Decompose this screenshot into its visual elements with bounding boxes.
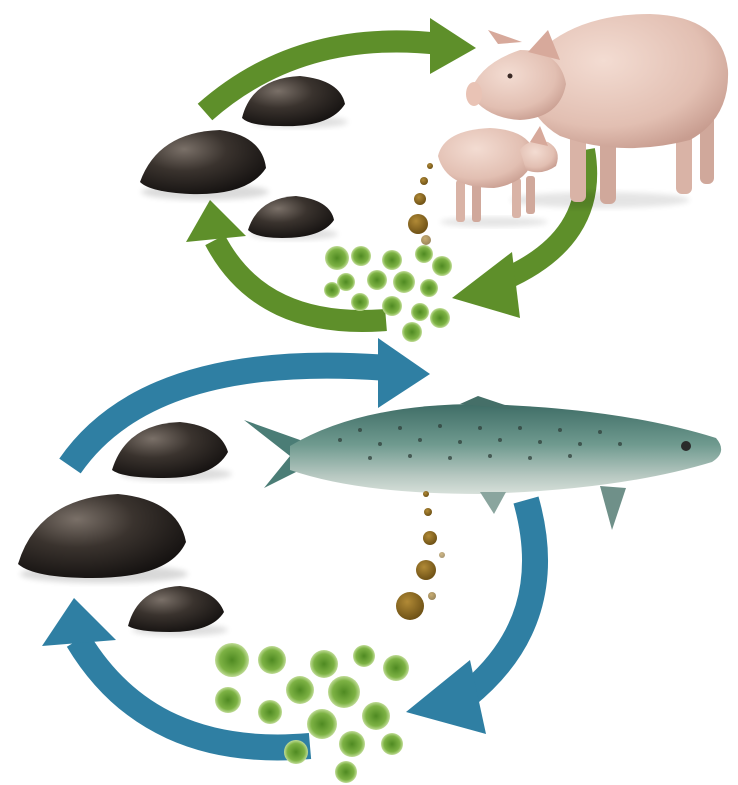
algae-cluster-lower [215,643,409,783]
mussel-group-lower [18,422,232,636]
mussel-shell [128,586,224,632]
mussel-shell [140,130,266,194]
waste-pellets-upper [408,163,433,245]
waste-pellets-lower [396,491,445,620]
upper-cycle [140,14,728,342]
salmon [244,396,721,530]
lower-cycle [18,338,721,783]
mussel-group-upper [140,76,348,240]
mussel-shell [18,494,186,578]
small-pig [438,126,558,227]
